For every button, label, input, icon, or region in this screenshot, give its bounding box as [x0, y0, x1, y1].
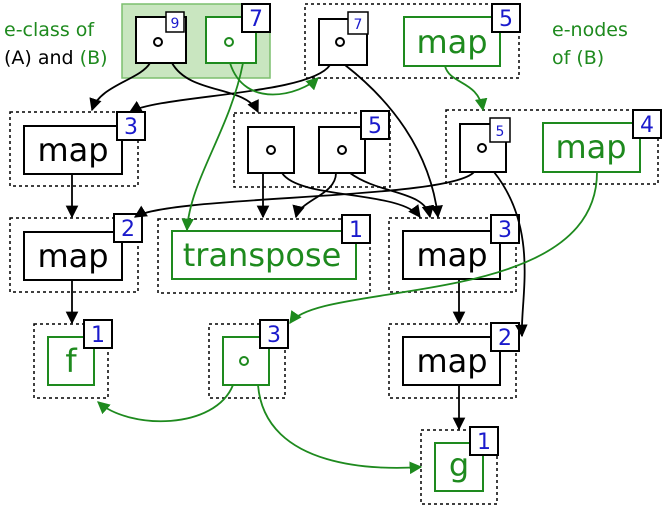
- map3-node: [402, 230, 501, 280]
- edge-hlb-to-transpose: [181, 62, 244, 232]
- edge-rightsmall-to-map2: [133, 171, 475, 218]
- mid-pair-count: 5: [368, 114, 382, 139]
- map3-badge: [490, 214, 520, 244]
- right-small-badge: [489, 117, 511, 143]
- edge-ring3-to-g: [257, 384, 423, 475]
- edge-hla-to-midpair: [171, 62, 259, 114]
- eclass-transpose: [157, 218, 371, 294]
- edge-midpair-a-to-map3: [281, 172, 421, 219]
- edge-ring3-to-f: [97, 384, 234, 423]
- eclass-map-low: [388, 323, 517, 399]
- f-count: 1: [91, 323, 105, 348]
- map-low-count: 2: [498, 326, 512, 351]
- legend-left-line2: (A) and (B): [4, 46, 108, 70]
- edge-topmid-to-map3: [344, 64, 443, 219]
- g-badge: [469, 426, 499, 456]
- left-map-label: map: [37, 131, 108, 169]
- eclass-ring3: [208, 323, 286, 399]
- hl-node-a-dot: [153, 37, 163, 47]
- left-map-badge: [116, 111, 146, 141]
- map2-label: map: [37, 237, 108, 275]
- hl-node-a-count: 9: [171, 16, 180, 32]
- f-badge: [83, 319, 113, 349]
- eclass-map3: [388, 217, 517, 293]
- hl-node-b-count: 7: [249, 7, 263, 32]
- mid-pair-node-a-dot: [266, 145, 276, 155]
- transpose-badge: [341, 214, 371, 244]
- eclass-left-map: [9, 111, 139, 187]
- g-label: g: [449, 446, 469, 484]
- top-map-badge: [491, 3, 521, 33]
- hl-node-a-badge: [165, 11, 185, 33]
- hl-node-b-badge: [241, 3, 271, 33]
- edge-hla-to-leftmap: [89, 62, 151, 112]
- transpose-label: transpose: [183, 236, 342, 274]
- mid-pair-badge: [360, 110, 390, 140]
- map3-label: map: [416, 236, 487, 274]
- map2-badge: [113, 213, 143, 243]
- edge-topmid-to-leftmap: [128, 64, 331, 113]
- right-map-count: 4: [640, 113, 654, 138]
- eclass-mid-pair: [233, 112, 391, 188]
- right-small-node-dot: [477, 143, 487, 153]
- eclass-right: [445, 109, 659, 185]
- eclass-map2: [9, 217, 139, 293]
- mid-pair-node-b: [318, 126, 366, 174]
- left-map-count: 3: [124, 115, 138, 140]
- map-low-label: map: [416, 342, 487, 380]
- edge-rightmap-to-ring3: [289, 171, 598, 325]
- mid-pair-node-a: [247, 126, 295, 174]
- top-map-node: [403, 16, 501, 67]
- transpose-node: [171, 230, 357, 280]
- top-mid-node-count: 7: [354, 17, 363, 33]
- right-small-count: 5: [496, 124, 505, 140]
- map-low-node: [402, 336, 501, 386]
- ring3-count: 3: [267, 323, 281, 348]
- top-map-count: 5: [499, 7, 513, 32]
- f-label: f: [65, 342, 77, 380]
- legend-left-a: (A) and: [4, 47, 74, 69]
- map2-count: 2: [121, 217, 135, 242]
- g-count: 1: [477, 430, 491, 455]
- ring3-badge: [259, 319, 289, 349]
- hl-node-b-dot: [224, 37, 234, 47]
- legend-left-line1: e-class of: [4, 19, 95, 41]
- map-low-badge: [490, 322, 520, 352]
- map3-count: 3: [498, 218, 512, 243]
- legend-right-line1: e-nodes: [552, 19, 628, 41]
- top-mid-node-badge: [347, 11, 369, 35]
- right-map-label: map: [555, 128, 626, 166]
- right-map-badge: [632, 109, 662, 139]
- edge-hlb-to-topmid: [229, 62, 319, 96]
- top-mid-node-dot: [335, 37, 345, 47]
- edge-midpair-b-to-map3: [349, 172, 435, 219]
- legend-right-line2: of (B): [552, 47, 605, 69]
- left-map-node: [23, 125, 123, 175]
- legend-left-b: (B): [79, 47, 108, 69]
- right-map-node: [542, 122, 641, 173]
- top-map-label: map: [416, 23, 487, 61]
- ring3-node-dot: [239, 356, 249, 366]
- edge-topmap-to-rightsmall: [444, 65, 488, 112]
- map2-node: [23, 231, 123, 281]
- mid-pair-node-b-dot: [337, 145, 347, 155]
- transpose-count: 1: [349, 218, 363, 243]
